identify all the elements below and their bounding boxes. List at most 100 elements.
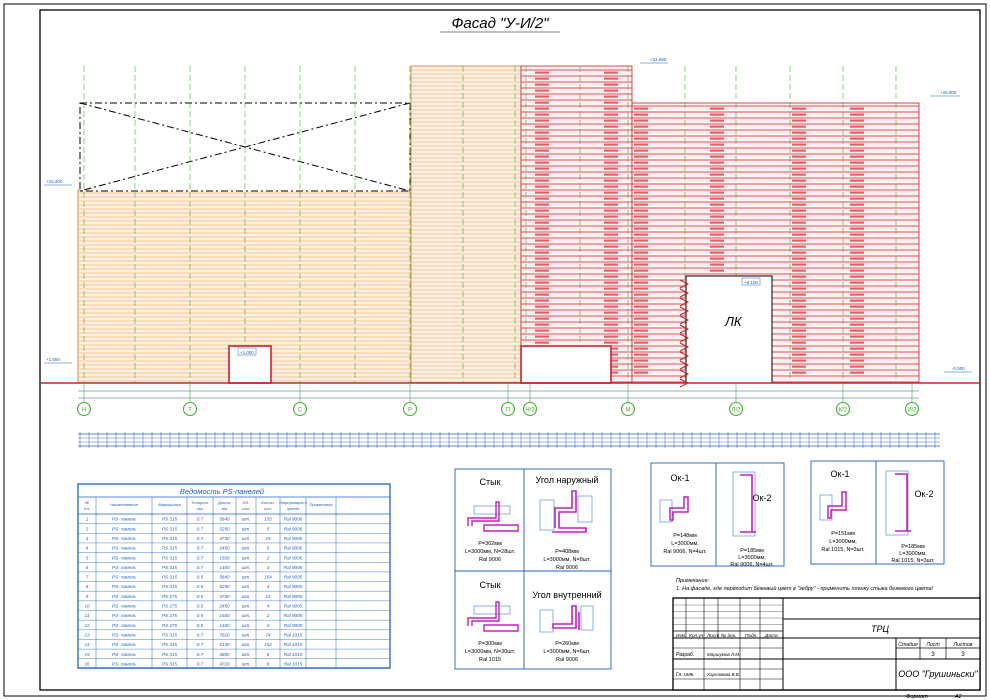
detail-6-title: Ок-2	[753, 493, 772, 503]
schedule-cell: PS 315	[162, 661, 178, 666]
schedule-cell: 0.5	[197, 575, 204, 580]
level-mark-1000: +1.000	[237, 347, 257, 356]
ok2-profile-1015	[895, 473, 911, 532]
schedule-cell: 15	[84, 652, 90, 657]
ok1-profile-1015	[827, 491, 847, 519]
door-opening-left	[228, 345, 272, 384]
axis-bubble-6: Н/2	[522, 401, 538, 417]
schedule-cell: 1500	[219, 555, 230, 560]
schedule-cell: PS- панель	[112, 652, 137, 657]
svg-text:+26.900: +26.900	[940, 90, 957, 95]
schedule-cell: шт.	[242, 526, 251, 531]
svg-text:L=3000мм,: L=3000мм,	[899, 551, 927, 557]
schedule-cell: 14	[84, 642, 90, 647]
svg-text:Ral 1015, N=3шт.: Ral 1015, N=3шт.	[821, 547, 865, 553]
schedule-cell: 4880	[219, 652, 230, 657]
schedule-header-cell: шт.	[264, 506, 272, 511]
schedule-cell: PS- панель	[112, 623, 137, 628]
detail-4-title: Угол внутренний	[532, 590, 601, 600]
schedule-cell: Ral 9005	[284, 604, 303, 609]
format-value: А2	[954, 694, 962, 700]
schedule-cell: PS 315	[162, 652, 178, 657]
schedule-cell: 9	[86, 594, 89, 599]
schedule-cell: 10	[84, 604, 90, 609]
svg-text:L=3000мм, N=8шт.: L=3000мм, N=8шт.	[543, 557, 591, 563]
detail-7-title: Ок-1	[831, 469, 850, 479]
schedule-cell: 2	[266, 613, 270, 618]
schedule-cell: 0.5	[197, 623, 204, 628]
schedule-cell: 0.7	[197, 642, 204, 647]
svg-text:Ral 9006: Ral 9006	[479, 557, 501, 563]
plan-strip	[78, 432, 940, 448]
detail-1-title: Стык	[479, 477, 500, 487]
schedule-cell: PS- панель	[112, 584, 137, 589]
razrab-label: Разраб.	[676, 652, 694, 658]
level-mark-16400: +16.400	[44, 179, 72, 186]
schedule-cell: 6140	[219, 642, 230, 647]
svg-text:Ral 1015: Ral 1015	[479, 657, 501, 663]
schedule-cell: PS 315	[162, 555, 178, 560]
outer-border	[3, 3, 987, 697]
svg-text:Ral 9006, N=4шт.: Ral 9006, N=4шт.	[663, 549, 707, 555]
schedule-cell: шт.	[242, 555, 251, 560]
schedule-cell: Ral 1015	[284, 661, 303, 666]
svg-text:P=151мм: P=151мм	[831, 531, 855, 537]
schedule-cell: 0.7	[197, 536, 204, 541]
schedule-header-cell: Информация о	[279, 500, 308, 505]
schedule-cell: PS- панель	[112, 594, 137, 599]
ok2-profile-9006	[740, 474, 756, 533]
schedule-cell: Ral 9005	[284, 613, 303, 618]
schedule-cell: 74	[265, 632, 271, 637]
level-mark-26900: +26.900	[930, 90, 960, 97]
schedule-cell: PS 315	[162, 565, 178, 570]
schedule-cell: 0.5	[197, 604, 204, 609]
schedule-cell: Ral 9005	[284, 584, 303, 589]
schedule-cell: 6	[267, 652, 270, 657]
svg-text:L=3000мм, N=6шт.: L=3000мм, N=6шт.	[543, 649, 591, 655]
axis-bubble-8: Л/2	[728, 401, 744, 417]
level-mark-31550: +31.550	[640, 57, 668, 64]
axis-bubble-4: Р	[402, 401, 418, 417]
schedule-header-cell: мм	[222, 506, 228, 511]
schedule-cell: Ral 9006	[284, 555, 303, 560]
svg-text:Ral 1015, N=3шт.: Ral 1015, N=3шт.	[891, 558, 935, 564]
schedule-cell: 1400	[219, 565, 230, 570]
title-block: Изм. Кол.уч. Лист № док. Подп. Дата Разр…	[672, 597, 981, 691]
svg-text:P=300мм: P=300мм	[478, 641, 502, 647]
axis-bubble-7: М	[620, 401, 636, 417]
schedule-cell: PS 275	[162, 604, 178, 609]
svg-text:Р: Р	[408, 408, 412, 414]
schedule-cell: шт.	[242, 584, 251, 589]
detail-group-openings-9006: Ок-1 P=148мм L=3000мм, Ral 9006, N=4шт. …	[650, 462, 785, 568]
schedule-cell: 3	[267, 623, 270, 628]
schedule-header-cell: №	[85, 500, 90, 505]
schedule-header-cell: мм	[197, 506, 203, 511]
schedule-header-cell: Маркировка	[158, 502, 181, 507]
svg-text:Ral 9006: Ral 9006	[556, 565, 578, 571]
detail-group-joints: Стык P=302мм L=3000мм, N=28шт. Ral 9006 …	[454, 468, 612, 670]
schedule-cell: 5840	[219, 517, 230, 522]
schedule-cell: 0.7	[197, 517, 204, 522]
schedule-title: Ведомость PS-панелей	[180, 487, 265, 496]
schedule-cell: PS- панель	[112, 575, 137, 580]
company-name: ООО "Грушиньски"	[898, 669, 978, 679]
schedule-cell: 13	[84, 632, 90, 637]
schedule-cell: PS- панель	[112, 613, 137, 618]
schedule-cell: 16	[84, 661, 90, 666]
schedule-cell: Ral 9006	[284, 526, 303, 531]
schedule-cell: 0.7	[197, 555, 204, 560]
schedule-cell: 0.7	[197, 632, 204, 637]
panel-lines-zebra-right	[632, 105, 919, 383]
schedule-cell: PS 315	[162, 632, 178, 637]
lk-label: ЛК	[724, 314, 743, 329]
schedule-cell: PS- панель	[112, 526, 137, 531]
schedule-cell: 2450	[218, 546, 230, 551]
gip-label: Гл. инж.	[676, 672, 694, 678]
schedule-cell: 0.5	[197, 594, 204, 599]
schedule-cell: 1500	[219, 613, 230, 618]
schedule-cell: 3	[86, 536, 89, 541]
svg-text:К/2: К/2	[839, 408, 848, 414]
schedule-cell: PS- панель	[112, 517, 137, 522]
schedule-cell: 2450	[218, 604, 230, 609]
